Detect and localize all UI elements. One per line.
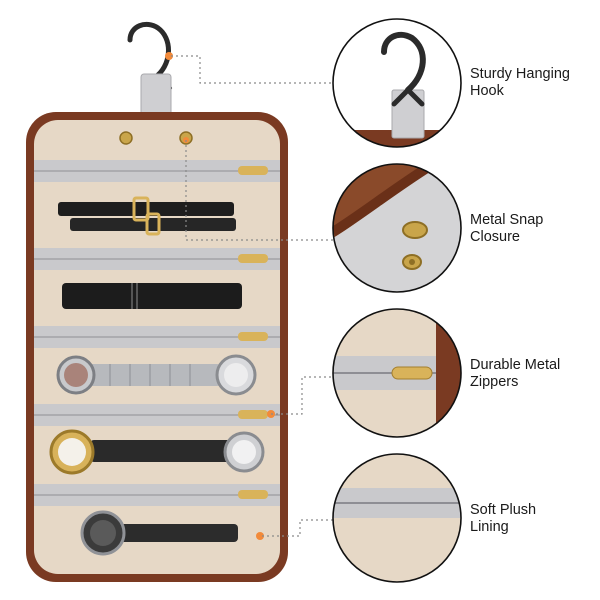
watch-leather-pair xyxy=(49,429,265,475)
watch-metal-pair xyxy=(56,354,257,396)
feature-label-line: Closure xyxy=(470,229,520,245)
watch-black-band xyxy=(80,510,238,556)
feature-label-line: Durable Metal xyxy=(470,357,561,373)
leader-lines xyxy=(171,55,333,537)
feature-label-line: Hook xyxy=(470,83,504,99)
detail-circle-snap xyxy=(332,163,462,293)
detail-circle-lining xyxy=(332,453,462,583)
feature-label-lining: Soft Plush Lining xyxy=(470,502,595,536)
feature-label-zipper: Durable Metal Zippers xyxy=(470,357,595,391)
watch-strap-pair xyxy=(58,196,236,236)
feature-label-hook: Sturdy Hanging Hook xyxy=(470,66,595,100)
feature-label-snap: Metal Snap Closure xyxy=(470,212,595,246)
detail-circle-zipper xyxy=(332,308,462,438)
feature-label-line: Zippers xyxy=(470,374,519,390)
watch-band-black xyxy=(62,283,242,309)
feature-label-line: Soft Plush xyxy=(470,502,537,518)
zipper-bands xyxy=(34,160,280,540)
feature-label-line: Metal Snap xyxy=(470,212,544,228)
feature-label-line: Sturdy Hanging xyxy=(470,66,570,82)
hanging-hook xyxy=(127,22,173,127)
detail-circle-hook xyxy=(332,18,462,148)
feature-label-line: Lining xyxy=(470,519,509,535)
